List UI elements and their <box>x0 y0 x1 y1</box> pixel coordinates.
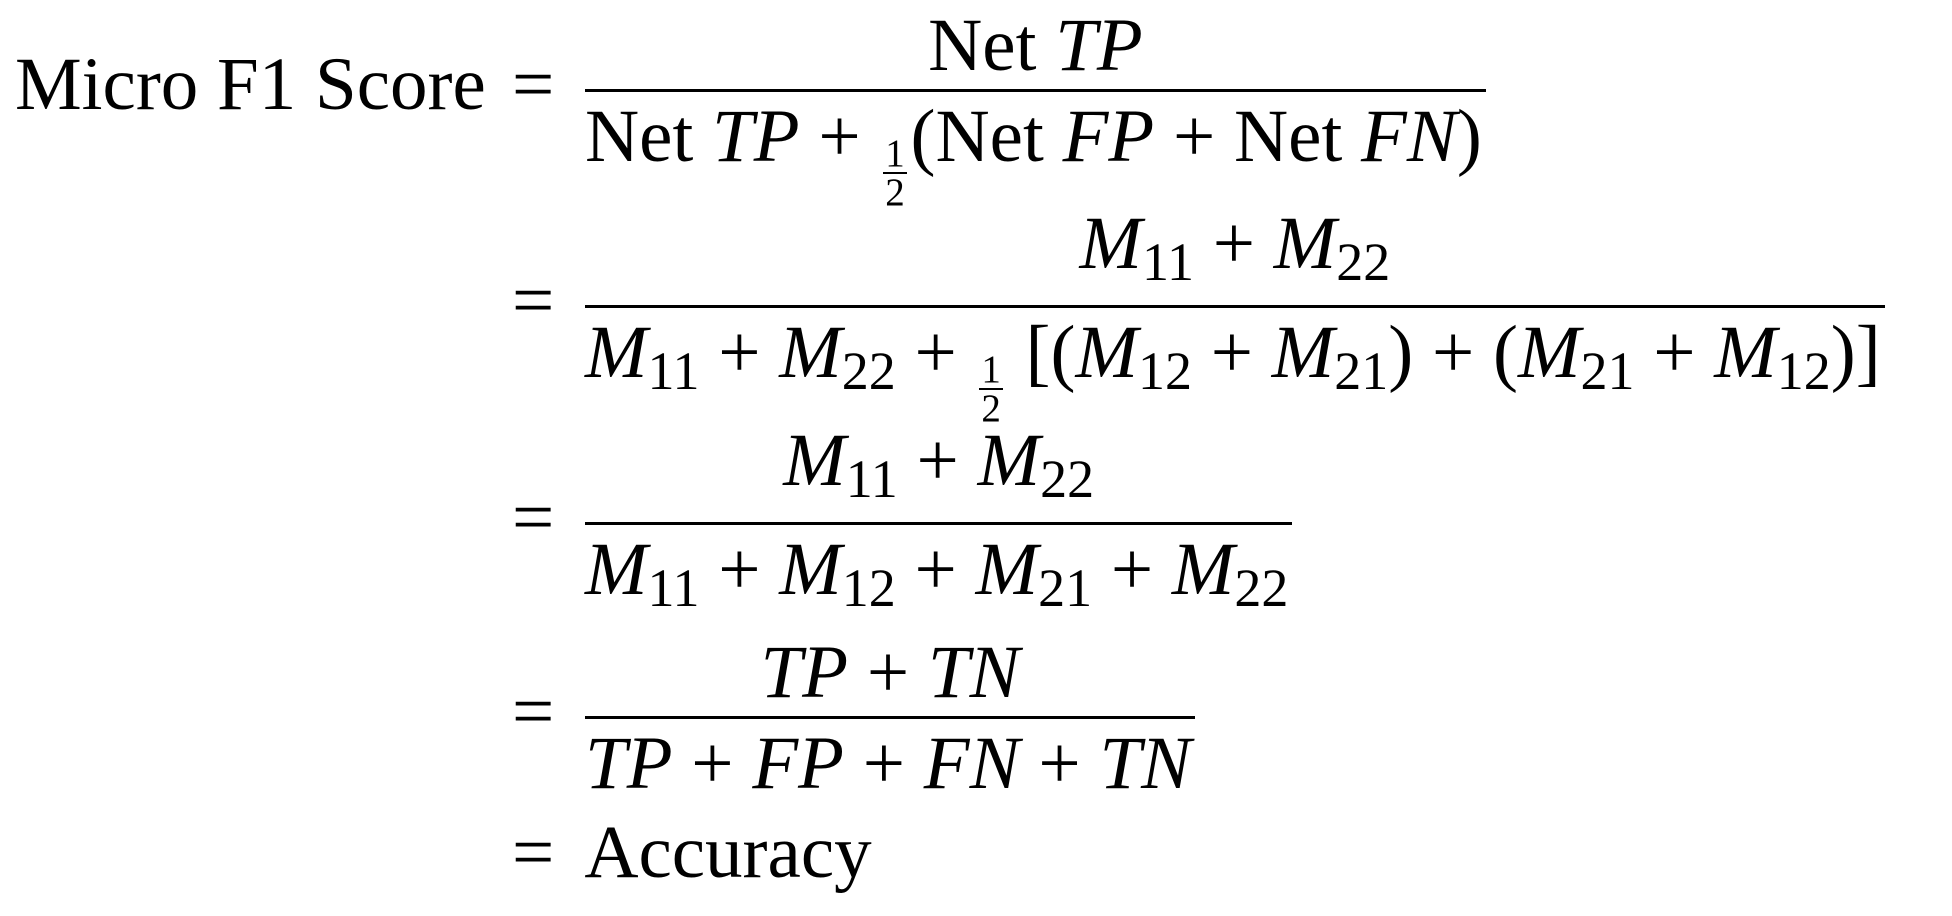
math-variable: M <box>1273 202 1337 286</box>
math-variable: M <box>977 419 1041 503</box>
math-subscript: 21 <box>1580 340 1635 401</box>
math-text: (Net <box>910 95 1063 178</box>
math-variable: M <box>1171 528 1235 611</box>
numerator: M11 + M22 <box>585 418 1292 522</box>
math-subscript: 22 <box>1336 232 1391 292</box>
math-subscript: 11 <box>845 449 898 509</box>
math-variable: M <box>779 528 842 611</box>
half-denominator: 2 <box>981 386 1001 430</box>
half-numerator: 1 <box>883 131 907 175</box>
math-variable: M <box>1714 311 1777 394</box>
math-text: ) + ( <box>1388 311 1518 394</box>
math-text: + <box>699 528 780 611</box>
math-variable: FP <box>752 722 844 805</box>
math-subscript: 11 <box>647 340 700 401</box>
fraction: M11 + M22 M11 + M12 + M21 + M22 <box>585 419 1293 631</box>
numerator: Net TP <box>585 3 1486 89</box>
math-variable: M <box>585 311 648 394</box>
denominator: M11 + M12 + M21 + M22 <box>585 522 1293 631</box>
math-text: ) <box>1456 95 1482 178</box>
equation-row-5: =Accuracy <box>512 815 872 890</box>
math-variable: M <box>1079 202 1142 286</box>
math-text: + <box>699 311 780 394</box>
math-text: + <box>1193 202 1274 286</box>
math-variable: M <box>783 419 846 503</box>
equals-sign: = <box>512 811 555 894</box>
numerator: TP + TN <box>585 630 1195 716</box>
math-variable: TP <box>712 95 800 178</box>
equals-sign: = <box>512 259 555 342</box>
half-denominator: 2 <box>885 170 905 214</box>
half-numerator: 1 <box>979 347 1003 391</box>
result-accuracy: Accuracy <box>584 811 872 894</box>
equals-sign: = <box>512 476 555 559</box>
math-variable: M <box>779 311 842 394</box>
math-subscript: 12 <box>1137 340 1192 401</box>
math-text: + <box>672 722 753 805</box>
math-text: + Net <box>1154 95 1362 178</box>
math-text: + <box>895 311 976 394</box>
math-variable: FN <box>1361 95 1457 178</box>
math-text: [( <box>1006 311 1076 394</box>
math-variable: TN <box>1099 722 1192 805</box>
equals-sign: = <box>512 670 555 753</box>
math-variable: M <box>1075 311 1138 394</box>
math-subscript: 11 <box>647 557 700 618</box>
math-variable: M <box>975 528 1039 611</box>
denominator: TP + FP + FN + TN <box>585 716 1196 807</box>
equals-sign: = <box>512 43 555 126</box>
math-variable: M <box>1271 311 1335 394</box>
math-variable: FN <box>923 722 1020 805</box>
math-subscript: 11 <box>1141 232 1194 292</box>
math-text: )] <box>1830 311 1881 394</box>
math-text: Net <box>928 4 1056 87</box>
math-subscript: 12 <box>1776 340 1831 401</box>
math-variable: TP <box>585 722 673 805</box>
math-subscript: 21 <box>1038 557 1093 618</box>
math-text: + <box>843 722 924 805</box>
math-subscript: 22 <box>1234 557 1289 618</box>
math-variable: M <box>1517 311 1581 394</box>
math-text: + <box>1092 528 1172 611</box>
math-variable: TP <box>1055 4 1143 87</box>
math-variable: FP <box>1062 95 1155 178</box>
math-text: + <box>897 419 978 503</box>
math-text: + <box>799 95 880 178</box>
math-text: + <box>1191 311 1272 394</box>
fraction: TP + TN TP + FP + FN + TN <box>585 631 1196 807</box>
math-text: + <box>848 631 928 714</box>
math-text: + <box>895 528 976 611</box>
math-variable: TN <box>927 631 1020 714</box>
math-subscript: 21 <box>1334 340 1389 401</box>
math-variable: TP <box>760 631 849 714</box>
math-text: Net <box>585 95 713 178</box>
lhs-label: Micro F1 Score <box>15 43 486 126</box>
math-text: + <box>1019 722 1100 805</box>
math-text: + <box>1634 311 1715 394</box>
numerator: M11 + M22 <box>585 201 1885 305</box>
math-subscript: 22 <box>1040 449 1095 509</box>
math-subscript: 22 <box>841 340 896 401</box>
math-subscript: 12 <box>841 557 896 618</box>
math-variable: M <box>585 528 648 611</box>
